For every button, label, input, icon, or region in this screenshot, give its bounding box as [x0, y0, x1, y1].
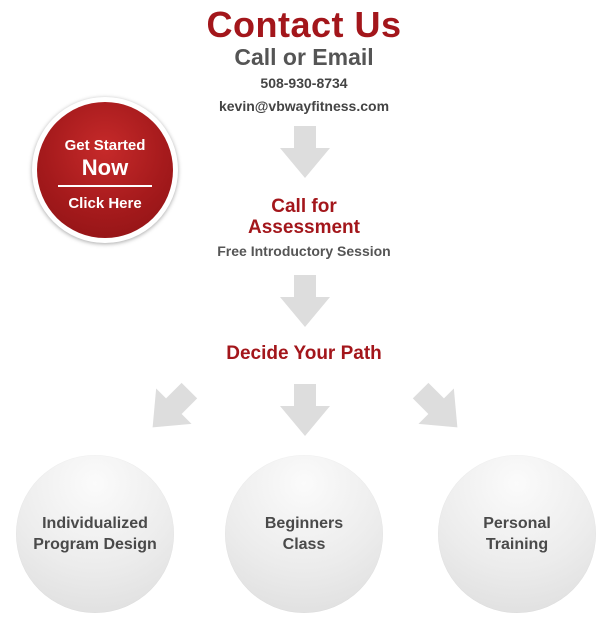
down-arrow-icon — [280, 126, 330, 178]
decide-path-title: Decide Your Path — [226, 343, 382, 364]
email-link[interactable]: kevin@vbwayfitness.com — [218, 98, 390, 114]
get-started-label: Get Started — [64, 137, 146, 154]
step-assessment-title-line1: Call for — [271, 196, 337, 217]
step-assessment-title-line2: Assessment — [248, 217, 360, 238]
path-personal-training-label: Personal Training — [483, 515, 551, 553]
down-left-arrow-icon — [152, 382, 198, 428]
step-assessment-subtitle: Free Introductory Session — [217, 243, 391, 259]
down-right-arrow-icon — [412, 382, 458, 428]
click-here-label: Click Here — [68, 195, 142, 212]
get-started-button[interactable]: Get Started Now Click Here — [32, 97, 178, 243]
cta-divider — [58, 185, 152, 187]
get-started-button-face[interactable]: Get Started Now Click Here — [37, 102, 173, 238]
path-program-design-label: Individualized Program Design — [33, 515, 157, 553]
phone-number[interactable]: 508-930-8734 — [260, 75, 348, 91]
down-arrow-icon — [280, 384, 330, 436]
page-subtitle: Call or Email — [234, 44, 374, 70]
path-beginners-class-label: Beginners Class — [264, 515, 344, 553]
down-arrow-icon — [280, 275, 330, 327]
path-beginners-class[interactable]: Beginners Class — [225, 455, 383, 613]
path-program-design[interactable]: Individualized Program Design — [16, 455, 174, 613]
page-title: Contact Us — [206, 4, 402, 45]
now-label: Now — [81, 155, 129, 180]
path-personal-training[interactable]: Personal Training — [438, 455, 596, 613]
